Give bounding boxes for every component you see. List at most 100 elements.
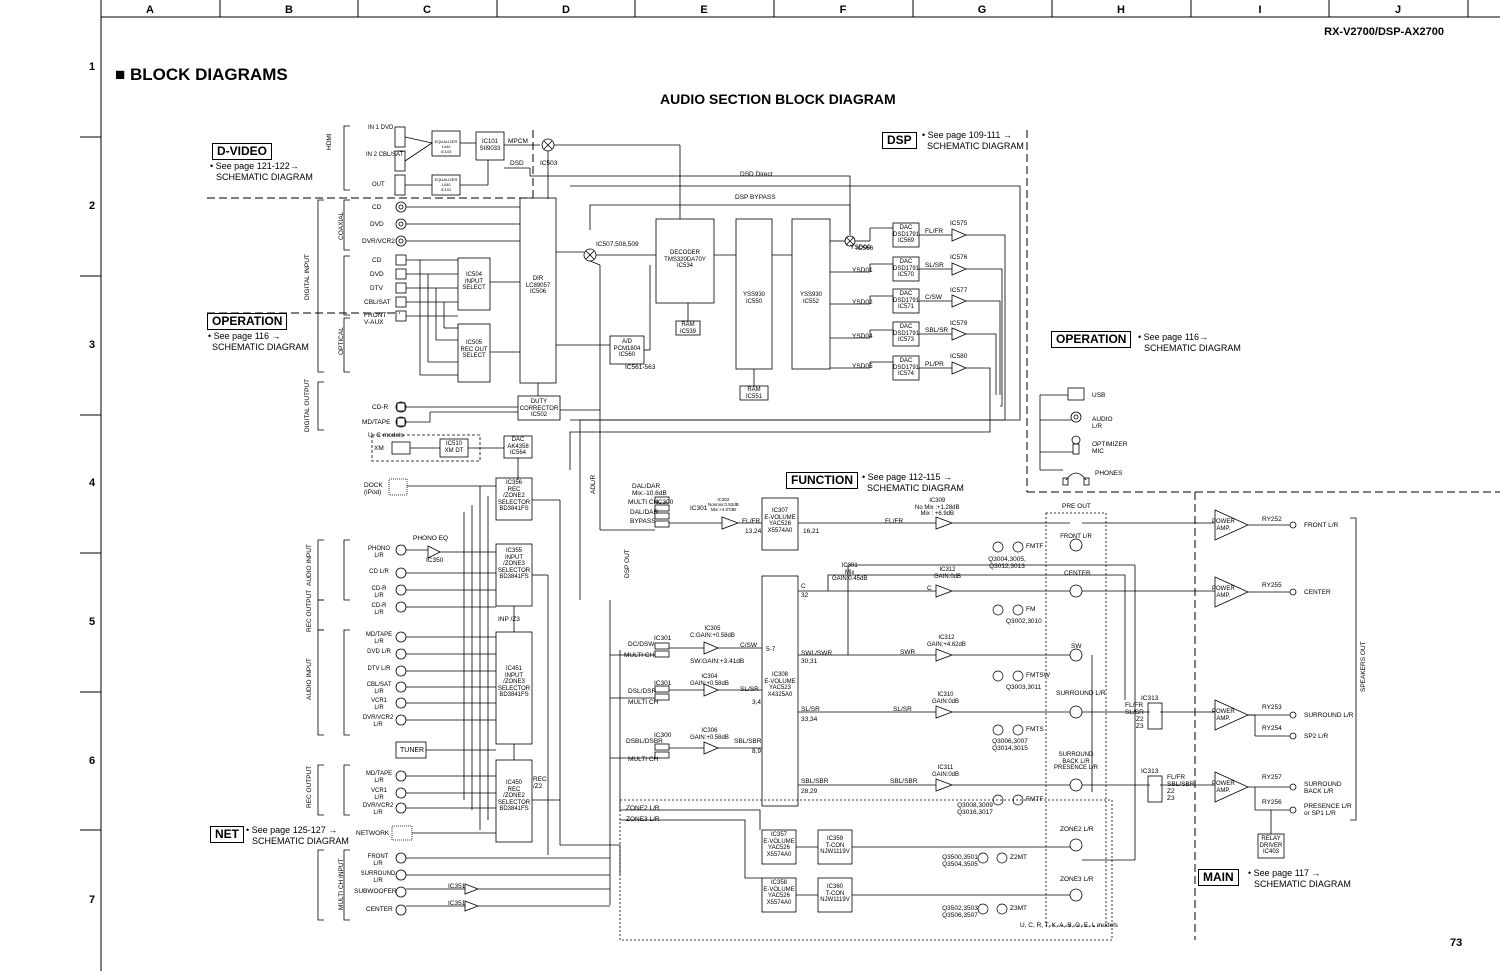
ic300-sbl: IC300 bbox=[654, 732, 672, 739]
dac-out-csw: C/SW bbox=[925, 294, 942, 301]
tuner-label: TUNER bbox=[400, 747, 425, 754]
dout-mdtape-label: MD/TAPE bbox=[362, 419, 391, 426]
sig-dsp-bypass: DSP BYPASS bbox=[735, 194, 776, 201]
dsp-chain bbox=[569, 218, 1006, 470]
dac-out-plpr: PL/PR bbox=[925, 361, 944, 368]
sig-ic503: IC503 bbox=[540, 160, 558, 167]
pin-1621: 16,21 bbox=[803, 528, 820, 535]
fmtf: FMTF bbox=[1026, 543, 1044, 550]
pin-89: 8,9 bbox=[752, 748, 762, 755]
multich-subwoofer: SUBWOOFER bbox=[354, 888, 397, 895]
preout-sw: SW bbox=[1071, 643, 1082, 650]
hdmi-in1-label: IN 1 DVD bbox=[368, 125, 394, 131]
sig-bypass: BYPASS bbox=[630, 518, 656, 525]
sig-ic507: IC507,508,509 bbox=[596, 241, 639, 248]
operation-right-ref-line1: • See page 116→ bbox=[1138, 332, 1209, 342]
row-header-4: 4 bbox=[88, 477, 96, 489]
q-3008: Q3008,3009 Q3016,3017 bbox=[957, 802, 993, 816]
dsp-tag: DSP bbox=[882, 132, 917, 149]
selector-fanout bbox=[406, 485, 496, 834]
recout-mdtape: MD/TAPE L/R bbox=[365, 771, 393, 784]
group-rec-output-1: REC OUTPUT bbox=[306, 589, 313, 632]
col-header-f: F bbox=[839, 4, 847, 16]
ic301-slsr: IC301 bbox=[654, 680, 672, 687]
sel2-z2: Z2 bbox=[1167, 788, 1175, 795]
sig-daldar: DAL/DAR bbox=[632, 483, 661, 490]
col-header-d: D bbox=[562, 4, 570, 16]
analog-dtv: DTV L/R bbox=[367, 666, 391, 672]
xm-label: XM bbox=[374, 445, 384, 452]
ic579: IC579 bbox=[950, 320, 968, 327]
sig-rec-z2: REC /Z2 bbox=[533, 776, 547, 790]
ic577: IC577 bbox=[950, 287, 968, 294]
diagram-title: AUDIO SECTION BLOCK DIAGRAM bbox=[660, 91, 896, 107]
function-ref-line1: • See page 112-115 → bbox=[862, 472, 952, 482]
row-header-2: 2 bbox=[88, 200, 96, 212]
front-panel-jacks bbox=[1039, 387, 1090, 486]
group-hdmi: HDMI bbox=[326, 133, 333, 150]
sig-slsr: SL/SR bbox=[740, 686, 759, 693]
ry252: RY252 bbox=[1262, 516, 1282, 523]
net-tag: NET bbox=[210, 826, 244, 843]
preout-zone3: ZONE3 L/R bbox=[1060, 876, 1094, 883]
ry254: RY254 bbox=[1262, 725, 1282, 732]
group-optical: OPTICAL bbox=[338, 327, 345, 355]
preout-surback: SURROUND BACK L/R PRESENCE L/R bbox=[1053, 752, 1098, 771]
pin-34: 3,4 bbox=[752, 699, 762, 706]
group-rec-output-2: REC OUTPUT bbox=[306, 765, 313, 808]
q-3002: Q3002,3010 bbox=[1006, 618, 1042, 625]
sel2-flfr: FL/FR bbox=[1167, 774, 1186, 781]
dac-out-slsr: SL/SR bbox=[925, 262, 944, 269]
audio-lr-label: AUDIO L/R bbox=[1092, 416, 1113, 430]
sel1-z2: Z2 bbox=[1136, 716, 1144, 723]
col-header-b: B bbox=[285, 4, 293, 16]
q-3500: Q3500,3501 Q3504,3505 bbox=[942, 854, 978, 868]
ysd05: YSD05 bbox=[852, 363, 873, 370]
net-ref-line2: SCHEMATIC DIAGRAM bbox=[252, 836, 349, 846]
hdmi-section bbox=[343, 125, 1021, 421]
opt-dvd-label: DVD bbox=[370, 271, 384, 278]
sig-dsd: DSD bbox=[510, 160, 524, 167]
analog-vcr1: VCR1 L/R bbox=[370, 698, 387, 711]
dvideo-tag: D-VIDEO bbox=[212, 143, 273, 160]
sig-swlswr: SWL/SWR bbox=[801, 650, 833, 657]
preout-front: FRONT L/R bbox=[1060, 534, 1092, 540]
spk-front: FRONT L/R bbox=[1304, 522, 1339, 529]
analog-cdr-in: CD-R L/R bbox=[371, 586, 387, 599]
dvideo-ref-line2: SCHEMATIC DIAGRAM bbox=[216, 172, 313, 182]
sig-ic301-top: IC301 bbox=[690, 505, 708, 512]
main-ref-line2: SCHEMATIC DIAGRAM bbox=[1254, 879, 1351, 889]
dac-out-sblsr: SBL/SR bbox=[925, 327, 949, 334]
opt-cblsat-label: CBL/SAT bbox=[364, 299, 391, 306]
analog-phono: PHONO L/R bbox=[368, 546, 391, 559]
analog-dvrvcr2: DVR/VCR2 L/R bbox=[362, 715, 394, 728]
fm: FM bbox=[1026, 606, 1036, 613]
pin-2829: 28,29 bbox=[801, 788, 818, 795]
group-multich-input: MULTI CH INPUT bbox=[338, 858, 345, 910]
model-number: RX-V2700/DSP-AX2700 bbox=[1324, 26, 1444, 38]
group-audio-input-1: AUDIO INPUT bbox=[306, 544, 313, 586]
operation-right-tag: OPERATION bbox=[1051, 331, 1132, 348]
row-header-7: 7 bbox=[88, 894, 96, 906]
speaker-section bbox=[1214, 509, 1357, 859]
